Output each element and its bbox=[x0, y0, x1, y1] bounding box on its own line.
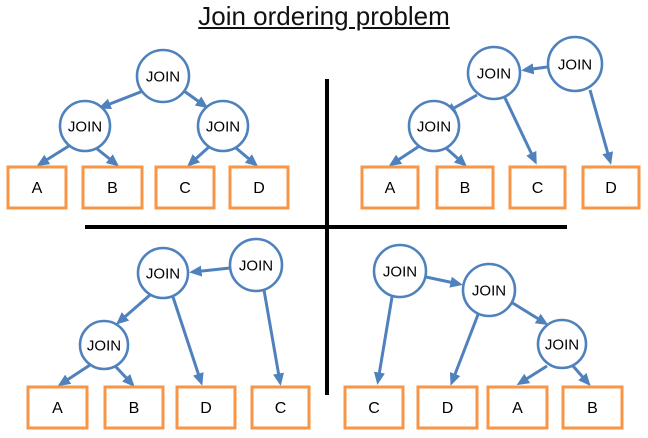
edge-arrow bbox=[373, 296, 394, 385]
quadrant-top-left: JOIN JOIN JOIN A B C D bbox=[6, 48, 290, 210]
join-node-label: JOIN bbox=[146, 265, 180, 282]
edge-arrow bbox=[183, 89, 209, 109]
relation-box bbox=[435, 165, 495, 210]
quadrant-top-right: JOIN JOIN JOIN A B C D bbox=[360, 35, 641, 210]
join-node-circle bbox=[228, 237, 284, 293]
join-node-label: JOIN bbox=[383, 263, 417, 280]
edge-arrow bbox=[114, 365, 135, 387]
edge-arrow bbox=[187, 144, 212, 167]
relation-box-label: B bbox=[460, 180, 471, 197]
relation-box bbox=[360, 165, 420, 210]
edge-arrow bbox=[36, 142, 73, 167]
relation-box-label: A bbox=[32, 180, 43, 197]
relation-box-label: D bbox=[442, 400, 454, 417]
join-node-label: JOIN bbox=[545, 336, 579, 353]
relation-box bbox=[508, 165, 567, 210]
edge-arrow bbox=[510, 300, 549, 326]
relation-box bbox=[343, 385, 405, 430]
edge-arrow bbox=[171, 296, 204, 386]
edge-arrow bbox=[262, 289, 284, 386]
relation-box-label: B bbox=[107, 180, 118, 197]
relation-box-label: D bbox=[253, 180, 265, 197]
edge-arrow bbox=[116, 293, 151, 325]
join-node-label: JOIN bbox=[68, 118, 102, 135]
join-node-label: JOIN bbox=[472, 282, 506, 299]
join-node-circle bbox=[546, 35, 604, 93]
relation-box bbox=[561, 385, 624, 430]
quadrant-bottom-left: JOIN JOIN JOIN A B D C bbox=[26, 237, 311, 430]
edge-arrow bbox=[388, 143, 422, 167]
edge-arrow bbox=[571, 365, 591, 386]
edge-arrow bbox=[588, 89, 614, 165]
join-node-circle bbox=[196, 99, 250, 153]
edge-arrow bbox=[503, 97, 537, 165]
edge-arrow bbox=[95, 146, 120, 167]
page-title: Join ordering problem bbox=[198, 1, 450, 31]
join-node-circle bbox=[466, 45, 522, 101]
edge-arrow bbox=[57, 363, 91, 387]
edge-arrow bbox=[98, 89, 144, 110]
join-node-circle bbox=[461, 262, 517, 318]
edge-arrow bbox=[189, 265, 231, 277]
join-node-circle bbox=[58, 99, 112, 153]
edge-arrow bbox=[445, 146, 467, 167]
edge-arrow bbox=[516, 364, 548, 386]
join-node-label: JOIN bbox=[477, 65, 511, 82]
relation-box bbox=[103, 385, 165, 430]
relation-box-label: A bbox=[512, 400, 523, 417]
relation-box bbox=[581, 165, 641, 210]
join-node-label: JOIN bbox=[206, 118, 240, 135]
relation-box-label: C bbox=[179, 180, 191, 197]
join-node-label: JOIN bbox=[239, 257, 273, 274]
relation-box-label: D bbox=[200, 400, 212, 417]
join-node-circle bbox=[407, 99, 461, 153]
edge-arrow bbox=[521, 63, 548, 75]
relation-box-label: A bbox=[385, 180, 396, 197]
relation-box bbox=[26, 385, 89, 430]
join-node-circle bbox=[135, 48, 191, 104]
relation-box-label: C bbox=[275, 400, 287, 417]
relation-box bbox=[81, 165, 144, 210]
relation-box bbox=[154, 165, 216, 210]
relation-box bbox=[175, 385, 237, 430]
relation-box-label: A bbox=[52, 400, 63, 417]
quadrant-bottom-right: JOIN JOIN JOIN C D A B bbox=[343, 243, 624, 430]
relation-box bbox=[228, 165, 290, 210]
join-node-label: JOIN bbox=[417, 118, 451, 135]
relation-box-label: B bbox=[129, 400, 140, 417]
relation-box bbox=[250, 385, 311, 430]
join-node-label: JOIN bbox=[87, 337, 121, 354]
edge-arrow bbox=[425, 275, 463, 288]
relation-box-label: C bbox=[368, 400, 380, 417]
relation-box bbox=[416, 385, 479, 430]
join-node-circle bbox=[536, 318, 588, 370]
relation-box-label: C bbox=[532, 180, 544, 197]
relation-box-label: D bbox=[605, 180, 617, 197]
join-node-circle bbox=[372, 243, 428, 299]
join-node-circle bbox=[136, 246, 190, 300]
edge-arrow bbox=[449, 311, 481, 386]
relation-box bbox=[6, 165, 68, 210]
join-node-label: JOIN bbox=[146, 68, 180, 85]
edge-arrow bbox=[235, 146, 259, 167]
relation-box-label: B bbox=[587, 400, 598, 417]
join-node-label: JOIN bbox=[558, 56, 592, 73]
join-node-circle bbox=[78, 319, 130, 371]
relation-box bbox=[486, 385, 549, 430]
